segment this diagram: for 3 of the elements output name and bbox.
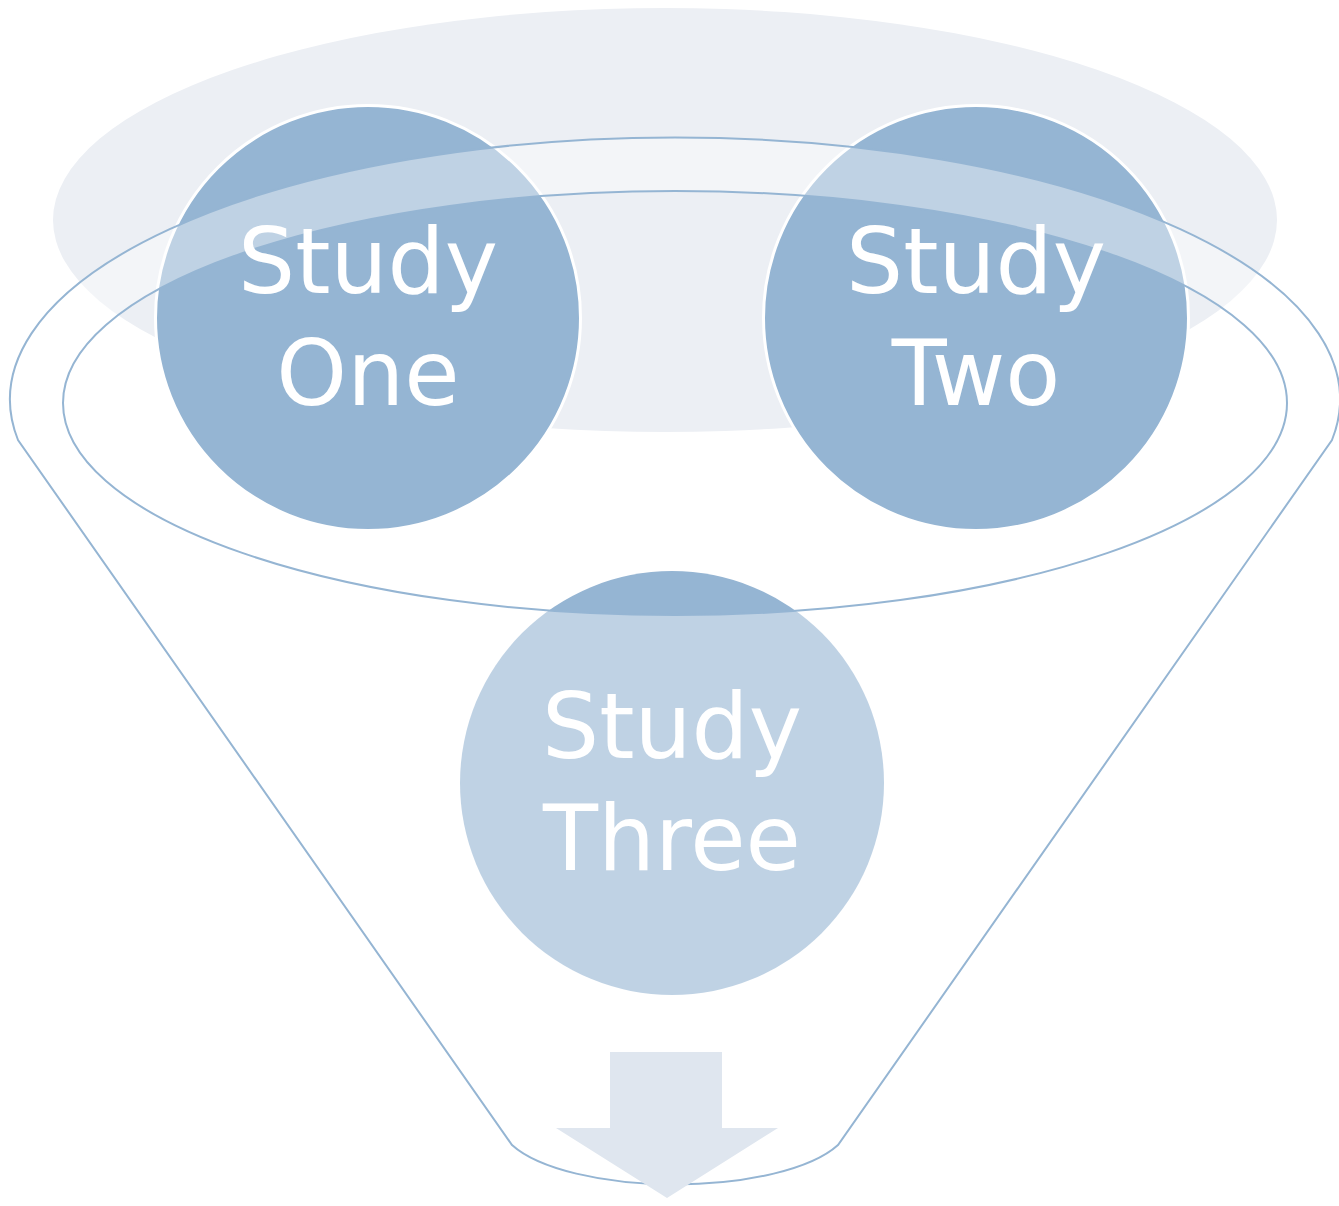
circle-label: Study Three <box>541 672 803 893</box>
circle-label: Study One <box>237 207 499 428</box>
circle-label: Study Two <box>845 207 1107 428</box>
